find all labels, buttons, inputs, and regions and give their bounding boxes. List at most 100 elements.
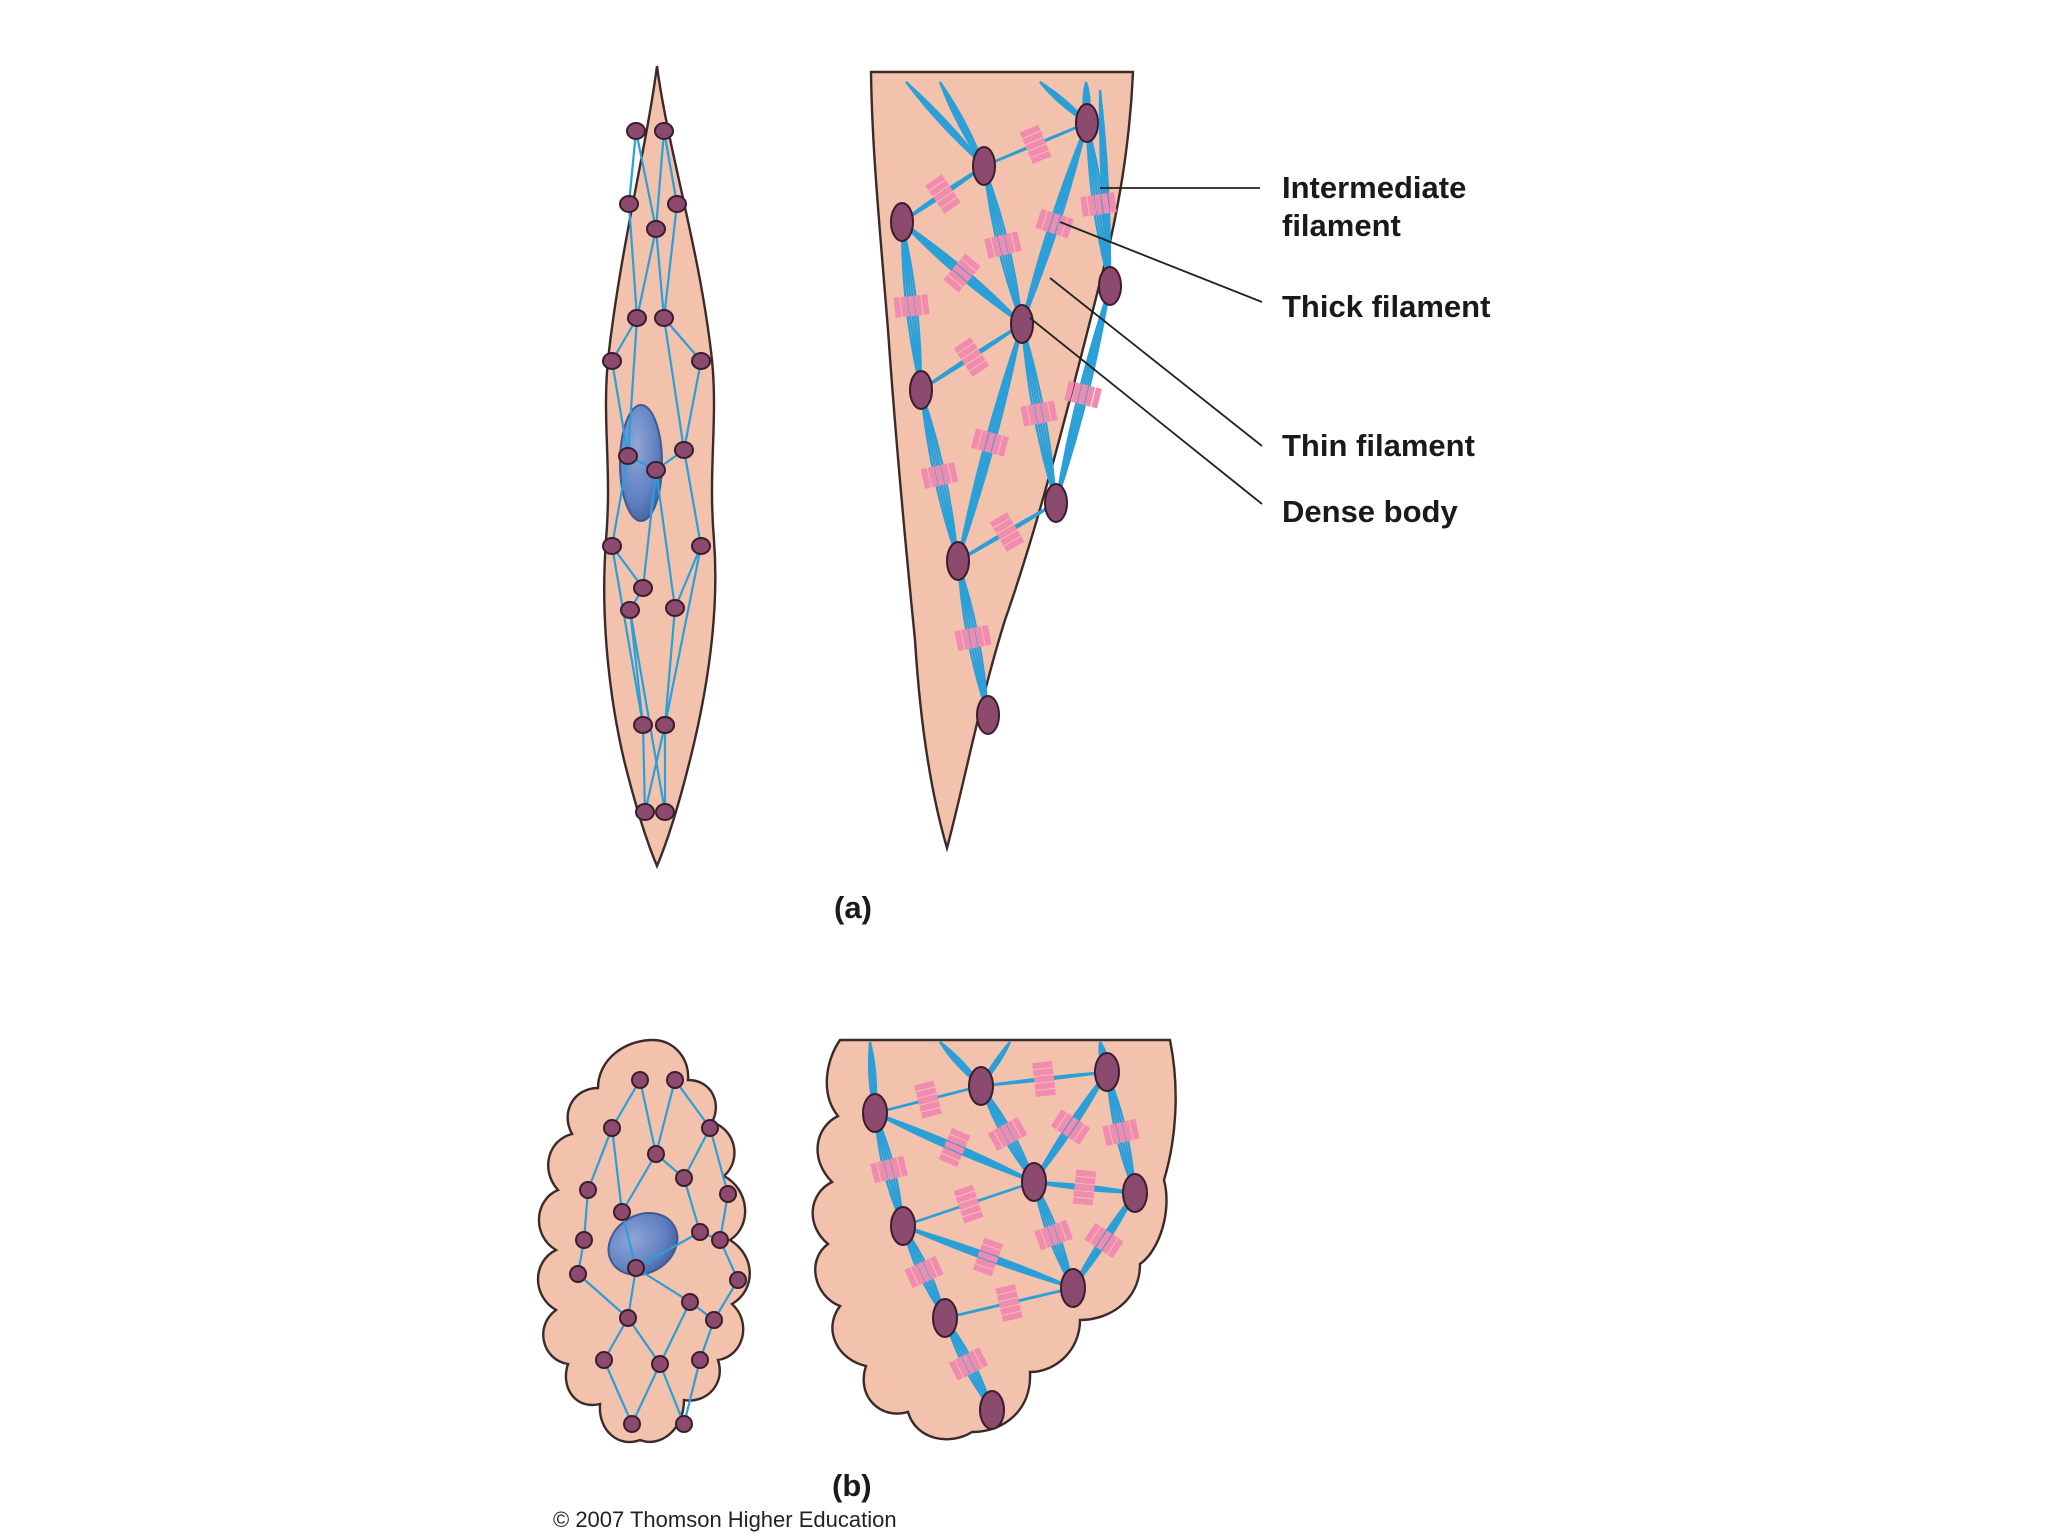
thin-filament	[682, 449, 703, 547]
thick-filament	[1006, 1120, 1022, 1141]
label-dense-body: Dense body	[1282, 494, 1458, 529]
thick-filament	[1070, 382, 1082, 404]
thick-filament	[953, 337, 974, 354]
thick-filament	[1022, 131, 1044, 145]
thick-filament	[1073, 1190, 1095, 1199]
dense-body	[646, 461, 666, 479]
thick-filament	[940, 197, 961, 214]
thick-filament	[897, 1155, 908, 1177]
thick-filament	[960, 1204, 982, 1217]
dense-body	[631, 1071, 649, 1089]
thin-filament	[634, 130, 658, 230]
thick-filament	[1035, 208, 1048, 230]
thick-filament	[1109, 1123, 1120, 1145]
thick-filament	[1053, 1222, 1067, 1244]
panel-label-a: (a)	[834, 890, 872, 925]
relaxed-cell-detail	[869, 70, 1135, 853]
dense-body	[655, 803, 675, 821]
thick-filament	[1032, 1060, 1053, 1070]
dense-body	[979, 1390, 1005, 1430]
thick-filament	[934, 465, 945, 486]
thick-filament	[1072, 1197, 1094, 1206]
thick-filament	[943, 274, 963, 293]
thin-filament	[641, 724, 647, 813]
thick-filament	[941, 1147, 963, 1161]
thin-filament	[674, 1079, 711, 1129]
label-thick-filament: Thick filament	[1282, 289, 1490, 324]
thin-filament	[610, 360, 630, 457]
thick-filament	[907, 295, 916, 317]
dense-body	[569, 1265, 587, 1283]
dense-body	[1010, 304, 1034, 344]
panel-label-b: (b)	[832, 1468, 872, 1503]
thick-filament	[944, 1140, 965, 1155]
dense-bodies-contracted-detail	[862, 1052, 1148, 1430]
thin-filament	[643, 724, 667, 813]
thin-filament	[621, 1153, 657, 1213]
thick-filament	[1027, 144, 1049, 158]
thin-filament	[610, 545, 645, 726]
thin-filament	[628, 609, 667, 813]
thick-filament	[1107, 192, 1117, 213]
thin-filament	[577, 1273, 629, 1319]
thick-filament	[1075, 1169, 1097, 1178]
thick-filament	[1020, 405, 1031, 427]
thick-filament	[998, 435, 1010, 457]
thick-filament	[975, 626, 985, 648]
dense-body	[890, 1206, 916, 1246]
thin-filament	[635, 1231, 701, 1269]
thin-filament	[654, 1079, 677, 1155]
thick-filament	[1034, 403, 1044, 424]
thin-filament	[586, 1127, 614, 1191]
thick-filament	[1004, 232, 1016, 254]
thin-filament	[641, 469, 658, 589]
thick-filament	[1101, 193, 1110, 214]
thin-filament	[611, 1079, 641, 1129]
thin-filament	[654, 130, 666, 230]
thick-filament	[1122, 1120, 1133, 1142]
thick-filament	[1107, 1238, 1124, 1259]
thick-filament	[949, 1127, 971, 1142]
dense-body	[619, 195, 639, 213]
label-intermediate-filament-1: Intermediate	[1282, 170, 1466, 205]
thick-filament	[1035, 1088, 1056, 1098]
thick-filament	[979, 1244, 1001, 1257]
thick-filament	[1019, 124, 1041, 139]
thick-filament	[1084, 1222, 1101, 1243]
thick-filament	[1064, 380, 1075, 402]
thick-filament	[997, 234, 1009, 256]
callout-leaders	[1029, 187, 1263, 505]
thick-filament	[1034, 1081, 1056, 1091]
dense-body	[603, 1119, 621, 1137]
dense-bodies-contracted	[569, 1071, 747, 1433]
thick-filament	[961, 253, 981, 272]
copyright-text: © 2007 Thomson Higher Education	[553, 1507, 897, 1532]
dense-body	[602, 537, 622, 555]
dense-body	[633, 716, 653, 734]
thick-filament	[1047, 400, 1058, 422]
thick-filament	[900, 296, 909, 318]
thick-filament	[947, 269, 968, 288]
dense-body	[862, 1093, 888, 1133]
dense-body	[665, 599, 685, 617]
thick-filament	[973, 1347, 989, 1368]
thick-filament	[1012, 1117, 1028, 1138]
thick-filament	[969, 360, 990, 377]
thick-filament	[1077, 384, 1089, 405]
thick-filament	[956, 258, 977, 277]
thick-filament	[1096, 1230, 1112, 1251]
thick-filament	[1090, 1226, 1107, 1247]
thick-filament	[1055, 215, 1068, 237]
dense-body	[890, 202, 914, 242]
thick-filament	[987, 1130, 1003, 1151]
thick-filament	[952, 264, 972, 282]
dense-body	[579, 1181, 597, 1199]
thick-filament	[1084, 385, 1096, 407]
thick-filament	[933, 185, 953, 203]
dense-body	[1094, 1052, 1120, 1092]
dense-body	[681, 1293, 699, 1311]
dense-bodies-detail	[890, 103, 1122, 735]
thick-filament	[1027, 404, 1037, 426]
thin-filament	[627, 203, 639, 319]
